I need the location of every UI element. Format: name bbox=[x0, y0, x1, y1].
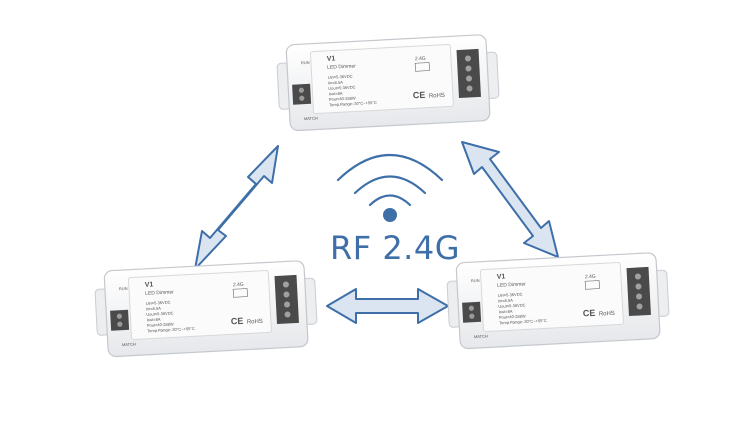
terminal-screw bbox=[284, 311, 291, 318]
terminal-screw bbox=[635, 283, 642, 290]
device-spec: Temp.Range:-30°C~+55°C bbox=[329, 100, 377, 107]
match-button-label: MATCH bbox=[122, 341, 136, 347]
rohs-mark: RoHS bbox=[599, 311, 615, 318]
rf-label: RF 2.4G bbox=[330, 229, 460, 267]
terminal-screw bbox=[284, 301, 291, 308]
wifi-icon bbox=[336, 153, 444, 222]
run-indicator-label: RUN bbox=[301, 60, 310, 65]
device-spec: Iout=8A bbox=[146, 317, 160, 323]
device-name: LED Dimmer bbox=[497, 281, 526, 289]
device-spec: Uout=5-36VDC bbox=[146, 310, 174, 316]
run-indicator-label: RUN bbox=[119, 286, 128, 291]
link-arrow-top-left bbox=[194, 145, 279, 270]
terminal-screw bbox=[636, 293, 643, 300]
ce-mark: CE bbox=[413, 90, 426, 101]
terminal-screw bbox=[283, 291, 290, 298]
frequency-label: 2.4G bbox=[233, 282, 244, 289]
output-terminal bbox=[274, 274, 299, 325]
device-name: LED Dimmer bbox=[145, 289, 174, 297]
frequency-label: 2.4G bbox=[415, 56, 426, 63]
rohs-mark: RoHS bbox=[429, 93, 445, 100]
terminal-screw bbox=[636, 303, 643, 310]
device-spec: Uin=5-36VDC bbox=[146, 300, 171, 306]
terminal-screw bbox=[466, 75, 473, 82]
frequency-label: 2.4G bbox=[585, 274, 596, 281]
device-spec: Uin=5-36VDC bbox=[498, 292, 523, 298]
wireless-module-icon bbox=[414, 62, 430, 72]
output-terminal bbox=[456, 48, 481, 99]
device-spec: Pout=40-288W bbox=[147, 321, 174, 327]
terminal-screw bbox=[469, 313, 475, 319]
device-spec: Iin=8.5A bbox=[146, 306, 161, 312]
device-model: V1 bbox=[497, 273, 506, 280]
device-spec: Uout=5-36VDC bbox=[328, 84, 356, 90]
input-terminal bbox=[110, 309, 130, 331]
device-spec: Iout=8A bbox=[328, 91, 342, 97]
terminal-screw bbox=[116, 313, 122, 319]
match-button-label: MATCH bbox=[474, 333, 488, 339]
link-arrow-bottom bbox=[326, 288, 449, 324]
rohs-mark: RoHS bbox=[247, 319, 263, 326]
device-name: LED Dimmer bbox=[327, 63, 356, 71]
wireless-module-icon bbox=[584, 280, 600, 290]
output-terminal bbox=[626, 266, 651, 317]
device-spec: Iout=8A bbox=[498, 309, 512, 315]
input-terminal bbox=[462, 301, 482, 323]
device-label-panel bbox=[479, 262, 624, 333]
device-label-panel bbox=[127, 270, 272, 341]
terminal-screw bbox=[282, 281, 289, 288]
device-spec: Uin=5-36VDC bbox=[328, 74, 353, 80]
terminal-screw bbox=[117, 321, 123, 327]
ce-mark: CE bbox=[583, 308, 596, 319]
ce-mark: CE bbox=[231, 316, 244, 327]
device-spec: Temp.Range:-30°C~+55°C bbox=[147, 326, 195, 333]
match-button-label: MATCH bbox=[304, 115, 318, 121]
terminal-screw bbox=[634, 273, 641, 280]
terminal-screw bbox=[464, 55, 471, 62]
terminal-screw bbox=[466, 85, 473, 92]
device-spec: Temp.Range:-30°C~+55°C bbox=[499, 318, 547, 325]
terminal-screw bbox=[299, 95, 305, 101]
device-spec: Pout=40-288W bbox=[329, 95, 356, 101]
device-spec: Pout=40-288W bbox=[499, 313, 526, 319]
device-spec: Iin=8.5A bbox=[498, 298, 513, 304]
terminal-screw bbox=[465, 65, 472, 72]
device-spec: Uout=5-36VDC bbox=[498, 302, 526, 308]
device-label-panel bbox=[309, 44, 454, 115]
device-spec: Iin=8.5A bbox=[328, 80, 343, 86]
wireless-module-icon bbox=[232, 288, 248, 298]
run-indicator-label: RUN bbox=[471, 278, 480, 283]
device-model: V1 bbox=[327, 55, 336, 62]
terminal-screw bbox=[468, 305, 474, 311]
device-model: V1 bbox=[145, 281, 154, 288]
link-arrow-top-right bbox=[461, 141, 559, 258]
terminal-screw bbox=[298, 87, 304, 93]
input-terminal bbox=[292, 83, 312, 105]
